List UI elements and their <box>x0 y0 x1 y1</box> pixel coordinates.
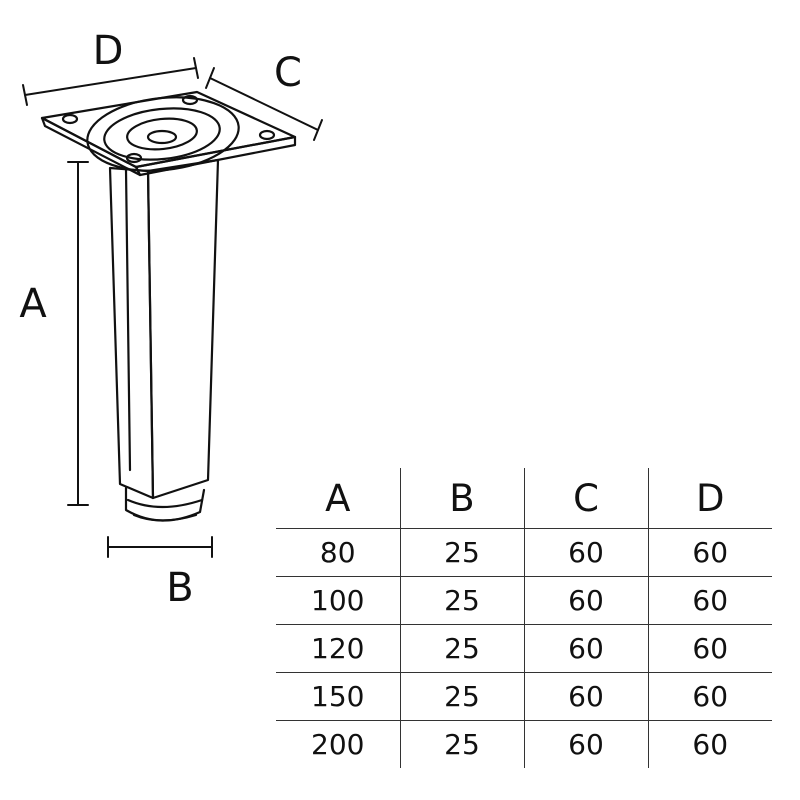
table-cell: 60 <box>524 528 649 577</box>
mounting-plate <box>40 90 297 177</box>
dimension-a-line <box>67 161 89 506</box>
dimensions-table: A B C D 80 25 60 60 100 25 60 60 120 25 … <box>276 468 772 768</box>
table-row: 80 25 60 60 <box>276 528 772 577</box>
leg-foot <box>124 486 206 522</box>
table-cell: 60 <box>692 728 729 761</box>
column-header-a: A <box>276 468 401 529</box>
table-cell: 60 <box>648 528 772 577</box>
dimension-c-label: C <box>274 50 302 96</box>
dimension-d-label: D <box>93 28 124 74</box>
table-row: 200 25 60 60 <box>276 720 772 768</box>
table-cell: 60 <box>524 624 649 673</box>
dimension-b-line <box>107 536 213 558</box>
table-cell: 200 <box>276 720 401 768</box>
dimension-d-line <box>22 57 199 106</box>
table-cell: 80 <box>276 528 401 577</box>
table-cell: 120 <box>276 624 401 673</box>
table-cell: 25 <box>400 528 525 577</box>
table-cell: 150 <box>276 672 401 721</box>
table-cell: 60 <box>648 576 772 625</box>
table-cell: 100 <box>276 576 401 625</box>
dimension-c-line <box>205 67 323 141</box>
table-header-row: A B C D <box>276 468 772 529</box>
table-cell: 60 <box>648 672 772 721</box>
table-row: 120 25 60 60 <box>276 624 772 673</box>
dimension-b-label: B <box>166 565 193 611</box>
table-cell: 25 <box>400 624 525 673</box>
leg-shaft <box>108 158 220 500</box>
table-row: 100 25 60 60 <box>276 576 772 625</box>
table-row: 150 25 60 60 <box>276 672 772 721</box>
column-header-d: D <box>648 468 772 529</box>
table-cell: 60 <box>648 624 772 673</box>
table-cell: 60 <box>524 672 649 721</box>
column-header-c: C <box>524 468 649 529</box>
table-cell: 25 <box>400 672 525 721</box>
dimension-a-label: A <box>19 281 47 327</box>
table-cell: 25 <box>400 720 525 768</box>
column-header-b: B <box>400 468 525 529</box>
table-cell: 60 <box>524 720 649 768</box>
table-cell: 60 <box>524 576 649 625</box>
table-cell: 25 <box>400 576 525 625</box>
